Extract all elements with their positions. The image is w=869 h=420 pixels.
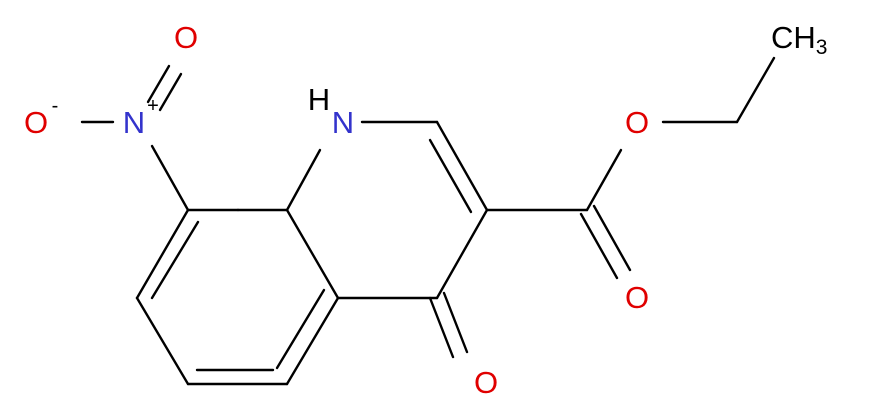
charge-plus: +: [147, 95, 159, 117]
bond-c8a-n1: [285, 148, 322, 212]
bond-nnitro-o-a: [146, 64, 171, 104]
ch3-subscript: 3: [816, 36, 828, 59]
atom-o-ester: O: [625, 105, 649, 140]
bond-c2-c3-inner: [428, 138, 473, 214]
atom-o-nitro-neg: O: [24, 105, 48, 140]
atom-n-nitro: N: [123, 105, 145, 140]
bond-cester-oether: [585, 148, 623, 212]
bond-c4-o-a: [428, 296, 455, 359]
bond-c6-c7: [135, 296, 190, 386]
atom-o-carbonyl-ester: O: [625, 280, 649, 315]
bond-c4a-c5-inner: [275, 288, 326, 370]
atom-ch3: CH3: [771, 20, 827, 59]
bond-c8a-c4a: [285, 208, 340, 300]
bond-c8-nnitro: [150, 144, 190, 212]
bond-ch2-ch3: [735, 56, 776, 124]
atom-o-ketone: O: [474, 365, 498, 400]
bond-cester-o-a: [579, 212, 619, 280]
atom-n-ring: N: [332, 105, 354, 140]
charge-minus: -: [52, 95, 59, 117]
bond-cester-o-b: [592, 204, 632, 272]
atom-o-nitro-top: O: [174, 20, 198, 55]
bond-nnitro-o-b: [158, 72, 183, 112]
bond-c7-c8-inner: [150, 220, 200, 300]
ch3-c: CH: [771, 20, 816, 55]
atom-h-nh: H: [308, 82, 330, 117]
bond-c3-c4: [435, 208, 489, 300]
bond-c2-c3: [435, 120, 489, 212]
bond-c7-c8: [135, 208, 190, 300]
bond-c4a-c5: [285, 296, 340, 386]
bond-c4-o-b: [442, 291, 469, 354]
